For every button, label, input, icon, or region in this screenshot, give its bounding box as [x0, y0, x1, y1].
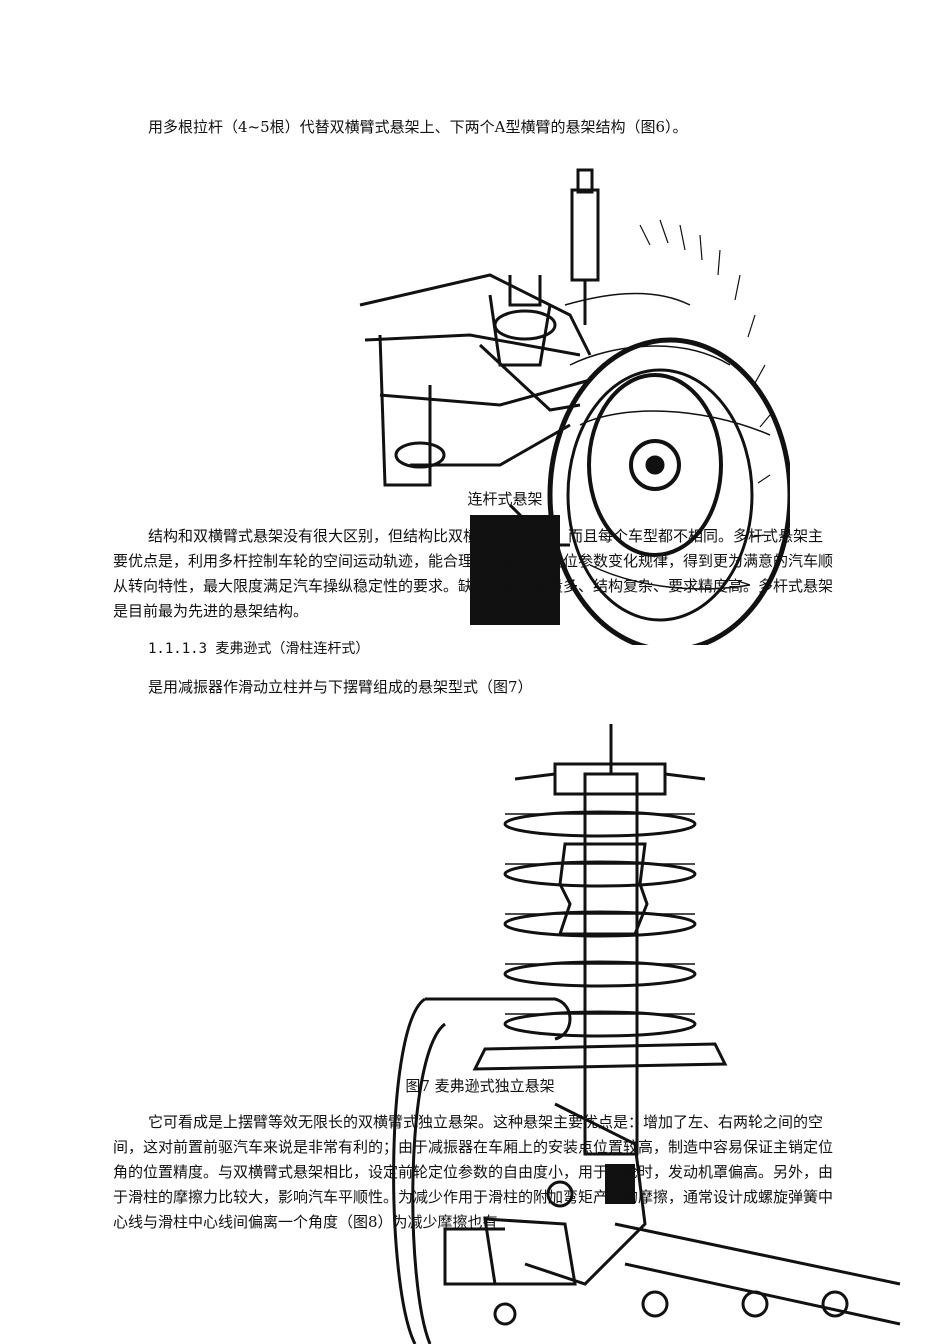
- multilink-paragraph: 结构和双横臂式悬架没有很大区别，但结构比双横臂式更复杂，而且每个车型都不相同。多…: [113, 527, 834, 620]
- figure7-caption: 图7 麦弗逊式独立悬架: [405, 1077, 555, 1095]
- intro-paragraph: 用多根拉杆（4~5根）代替双横臂式悬架上、下两个A型横臂的悬架结构（图6）。: [148, 118, 688, 136]
- macpherson-suspension-figure: [392, 724, 901, 1344]
- macpherson-heading: 1.1.1.3 麦弗逊式（滑柱连杆式）: [148, 641, 370, 657]
- macpherson-advantages-paragraph: 它可看成是上摆臂等效无限长的双横臂式独立悬架。这种悬架主要优点是：增加了左、右两…: [113, 1113, 834, 1231]
- macpherson-intro-paragraph: 是用减振器作滑动立柱并与下摆臂组成的悬架型式（图7）: [148, 678, 533, 696]
- multilink-suspension-figure: [359, 168, 790, 645]
- figure6-caption: 连杆式悬架: [467, 490, 543, 508]
